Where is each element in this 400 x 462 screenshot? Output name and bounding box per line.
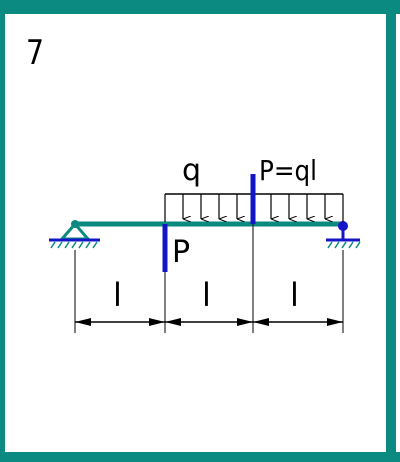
- frame-left-bar: [0, 0, 5, 462]
- pin-support-icon: [49, 220, 100, 249]
- problem-number: 7: [26, 33, 44, 73]
- frame-right-bar: [386, 0, 396, 462]
- dimension-line: l l l: [75, 276, 343, 326]
- load-arrows: [182, 194, 325, 219]
- lower-force: P: [162, 224, 190, 272]
- frame-top-bar: [0, 0, 400, 14]
- span3-label: l: [290, 276, 299, 314]
- distributed-load-label: q: [182, 153, 201, 188]
- dimension-extension-lines: [74, 224, 344, 333]
- span2-label: l: [202, 276, 211, 314]
- distributed-load: q: [164, 153, 344, 222]
- upper-force: P=ql: [250, 154, 317, 224]
- frame-bottom-bar: [0, 452, 400, 462]
- lower-force-label: P: [172, 235, 190, 270]
- roller-support-icon: [326, 221, 361, 249]
- upper-force-label: P=ql: [259, 154, 317, 187]
- span1-label: l: [113, 276, 122, 314]
